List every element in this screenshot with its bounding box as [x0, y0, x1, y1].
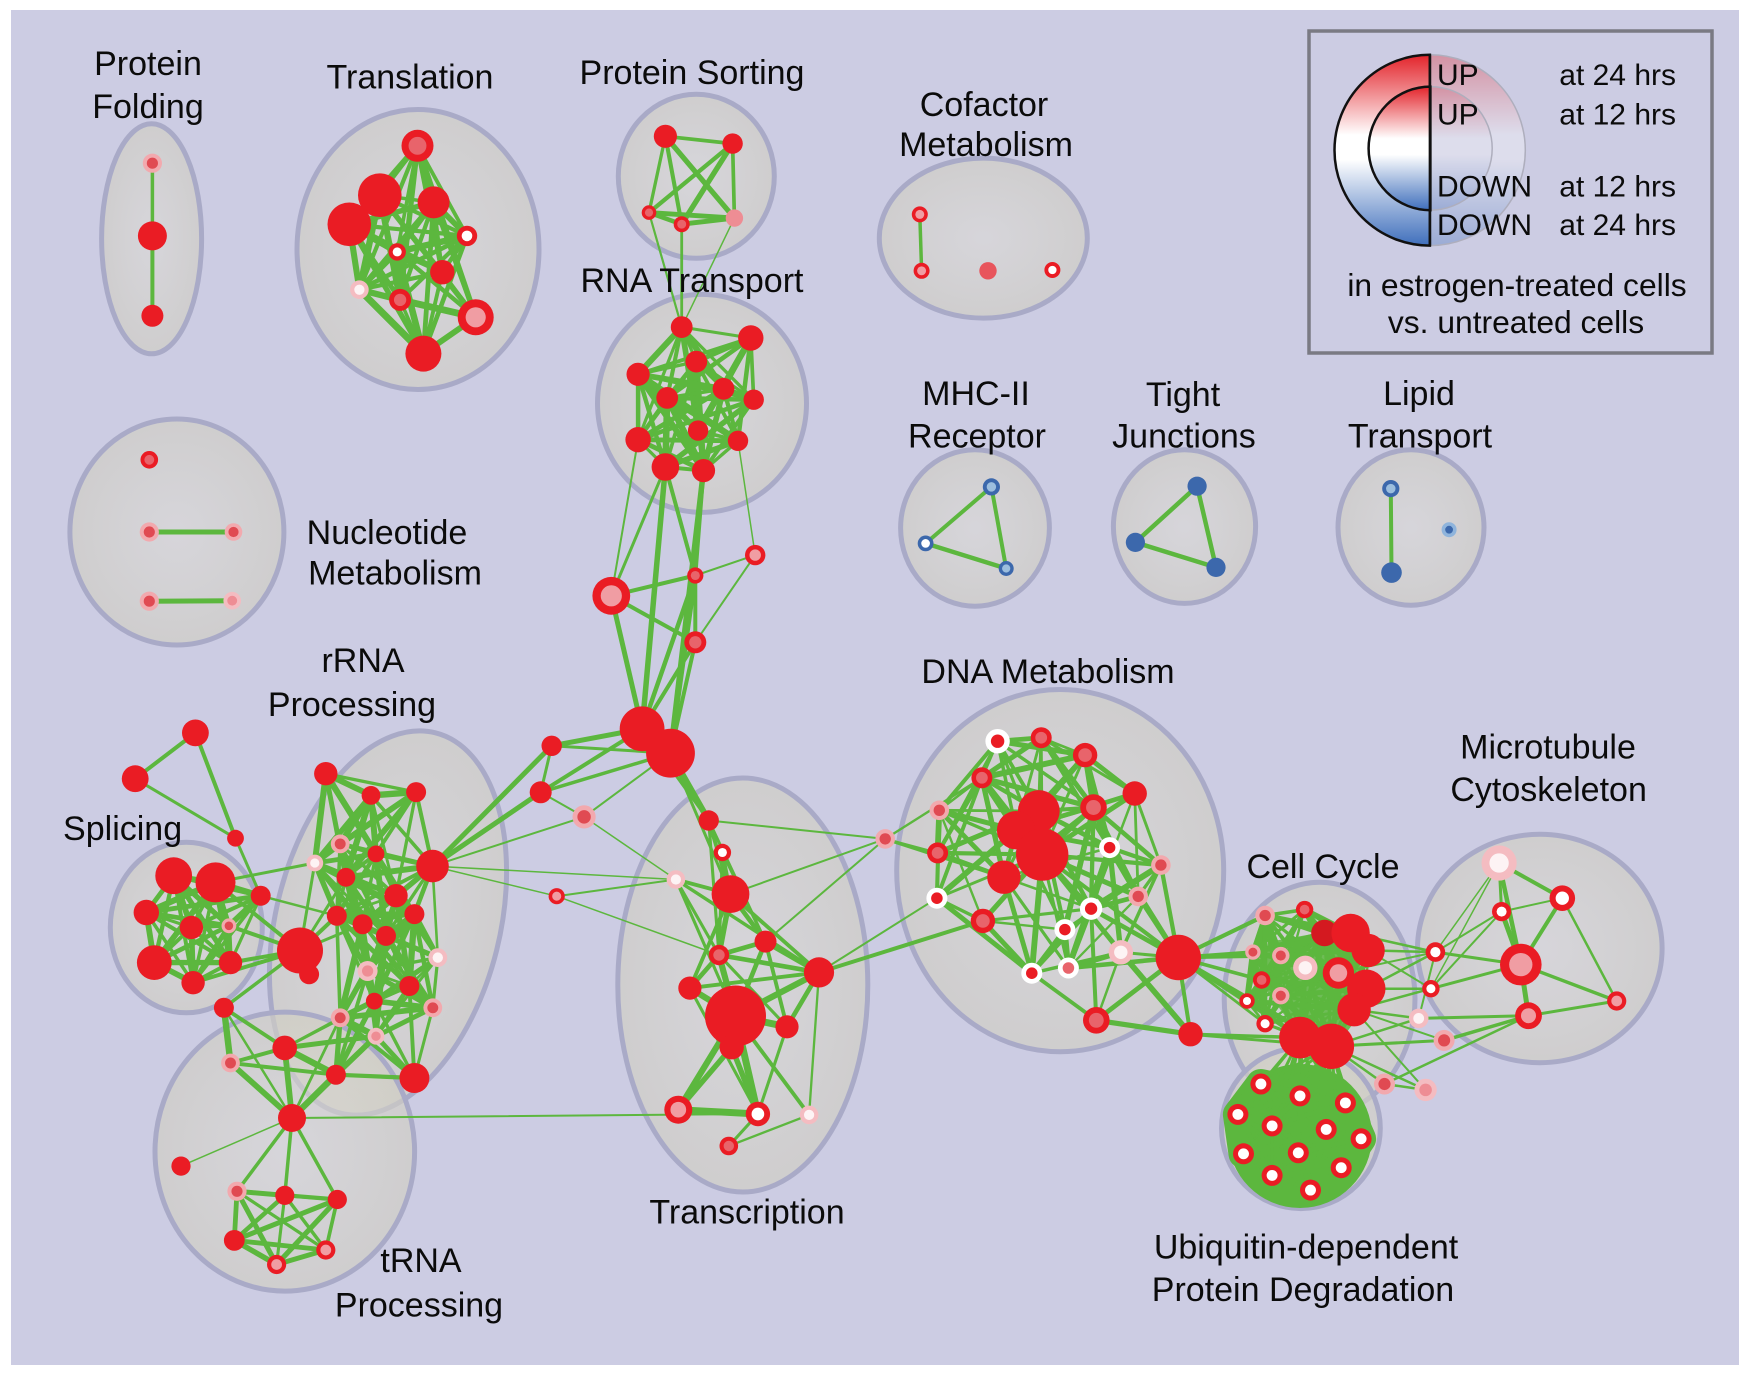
svg-text:Nucleotide: Nucleotide	[307, 514, 468, 552]
svg-text:DOWN: DOWN	[1437, 171, 1532, 204]
svg-text:at 12 hrs: at 12 hrs	[1559, 98, 1676, 131]
svg-text:Processing: Processing	[268, 686, 436, 724]
svg-text:tRNA: tRNA	[380, 1242, 462, 1280]
svg-text:Transcription: Transcription	[649, 1194, 844, 1232]
svg-text:UP: UP	[1437, 98, 1479, 131]
svg-text:Microtubule: Microtubule	[1460, 729, 1636, 767]
svg-text:Folding: Folding	[92, 88, 204, 126]
svg-text:Junctions: Junctions	[1112, 418, 1256, 456]
svg-text:Protein Degradation: Protein Degradation	[1152, 1271, 1454, 1309]
svg-text:UP: UP	[1437, 59, 1479, 92]
svg-text:RNA Transport: RNA Transport	[581, 262, 805, 300]
svg-text:rRNA: rRNA	[321, 642, 404, 680]
svg-text:Ubiquitin-dependent: Ubiquitin-dependent	[1154, 1229, 1459, 1267]
svg-text:Cofactor: Cofactor	[920, 86, 1049, 124]
svg-text:MHC-II: MHC-II	[922, 375, 1030, 413]
svg-text:Lipid: Lipid	[1383, 375, 1455, 413]
svg-text:Protein Sorting: Protein Sorting	[580, 54, 805, 92]
svg-text:DNA Metabolism: DNA Metabolism	[921, 653, 1174, 691]
svg-text:Cytoskeleton: Cytoskeleton	[1450, 771, 1647, 809]
svg-text:Tight: Tight	[1146, 376, 1221, 414]
svg-text:at 24 hrs: at 24 hrs	[1559, 209, 1676, 242]
svg-text:vs. untreated cells: vs. untreated cells	[1388, 304, 1644, 340]
svg-text:Splicing: Splicing	[63, 810, 182, 848]
svg-text:in estrogen-treated cells: in estrogen-treated cells	[1347, 267, 1686, 303]
svg-text:Translation: Translation	[327, 59, 494, 97]
svg-text:at 24 hrs: at 24 hrs	[1559, 59, 1676, 92]
svg-text:Metabolism: Metabolism	[308, 555, 482, 593]
svg-text:Protein: Protein	[94, 45, 202, 83]
svg-text:DOWN: DOWN	[1437, 209, 1532, 242]
svg-text:Metabolism: Metabolism	[899, 126, 1073, 164]
svg-text:at 12 hrs: at 12 hrs	[1559, 171, 1676, 204]
svg-text:Transport: Transport	[1348, 418, 1493, 456]
svg-text:Receptor: Receptor	[908, 418, 1046, 456]
svg-text:Cell Cycle: Cell Cycle	[1246, 848, 1399, 886]
svg-text:Processing: Processing	[335, 1287, 503, 1325]
